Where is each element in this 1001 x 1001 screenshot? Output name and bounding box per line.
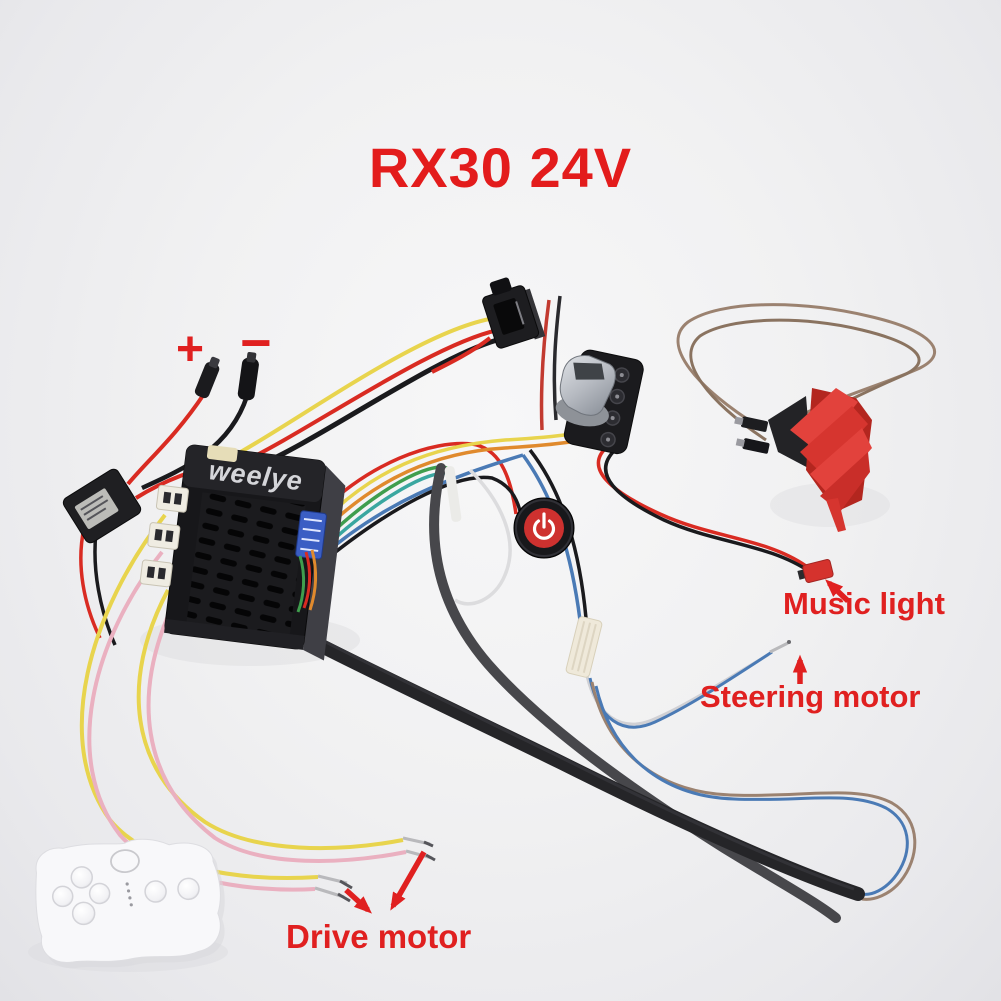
gear-shift-selector (555, 349, 644, 455)
music-light-label: Music light (783, 586, 945, 621)
controller-vents (186, 492, 306, 639)
controller-right-strands (296, 549, 318, 613)
controller-box: weelye (139, 444, 346, 661)
plug-red-stub (431, 336, 492, 374)
battery-plus-terminal (194, 356, 220, 399)
main-cable-1 (257, 618, 865, 901)
annotation-arrows (344, 579, 850, 914)
remote-button-a (144, 880, 167, 903)
remote-button-b (177, 877, 200, 901)
minus-label: − (240, 313, 272, 373)
drive-motor-arrow-right (390, 850, 427, 911)
controller-blue-connector (295, 510, 327, 560)
music-light-wires (596, 444, 812, 574)
power-button (513, 497, 575, 559)
steering-wire-connector (565, 616, 603, 678)
cable-white-sleeve (444, 466, 462, 522)
controller-top-connector (206, 445, 238, 462)
remote-button-right (88, 882, 111, 905)
page-title: RX30 24V (368, 136, 633, 199)
foot-pedal-switch (734, 388, 872, 532)
drive-motor-wires (79, 513, 436, 903)
inline-fuse-box (62, 468, 142, 544)
remote-button-down (71, 901, 96, 926)
remote-button-left (51, 885, 74, 908)
battery-minus-terminal (237, 351, 259, 401)
remote-led-dots (125, 882, 133, 907)
pedal-wires (676, 303, 937, 444)
power-icon (532, 512, 556, 540)
music-light-connector (797, 559, 834, 583)
remote-button-up (70, 866, 94, 889)
charge-socket-plug (482, 277, 546, 349)
remote-control (35, 838, 225, 969)
main-cable-2 (429, 463, 841, 923)
drive-motor-label: Drive motor (286, 918, 472, 955)
remote-power-ring (110, 849, 140, 874)
music-light-arrow (825, 579, 850, 603)
signal-wire-bundle (314, 295, 573, 606)
steering-motor-label: Steering motor (700, 679, 921, 714)
drive-motor-arrow-left (344, 887, 372, 914)
plus-label: + (176, 323, 205, 376)
